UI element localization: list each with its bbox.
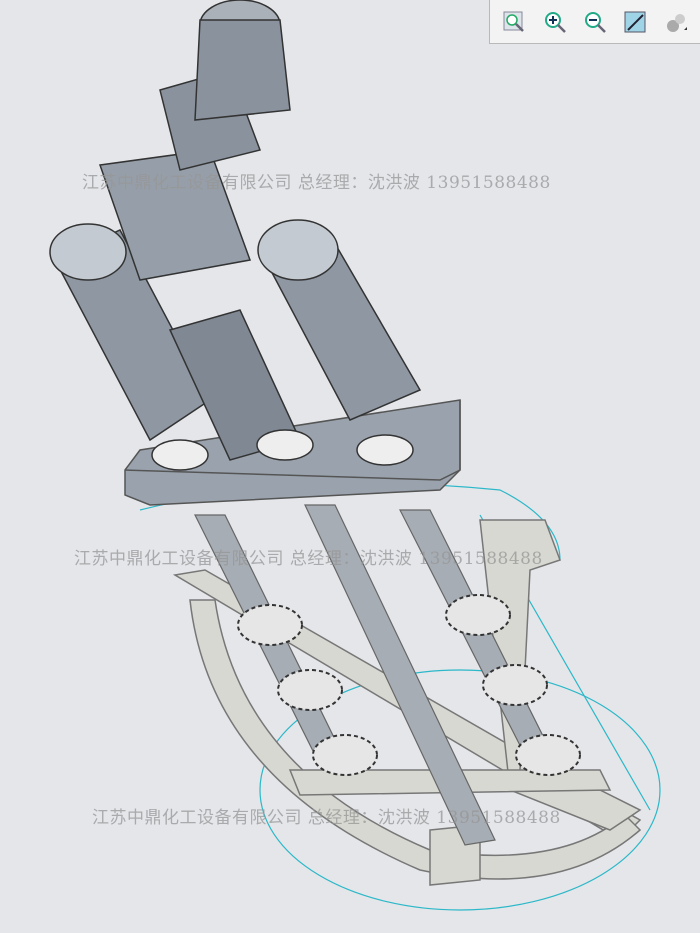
couplings [151,429,414,471]
zoom-box-icon [503,11,525,32]
watermark-text: 江苏中鼎化工设备有限公司 总经理：沈洪波 13951588488 [92,808,561,828]
shaded-display-icon [666,13,687,32]
dispersion-disks [237,594,581,776]
watermark-text: 江苏中鼎化工设备有限公司 总经理：沈洪波 13951588488 [74,549,543,569]
watermark-text: 江苏中鼎化工设备有限公司 总经理：沈洪波 13951588488 [82,173,551,193]
zoom-out-button[interactable] [580,7,610,37]
repaint-icon [624,11,646,32]
zoom-in-button[interactable] [540,7,570,37]
zoom-out-icon [584,11,606,33]
display-style-button[interactable] [661,7,691,37]
repaint-button[interactable] [620,7,650,37]
motors [49,0,422,461]
zoom-in-icon [544,11,566,33]
zoom-fit-button[interactable] [499,7,529,37]
view-toolbar [489,0,700,44]
